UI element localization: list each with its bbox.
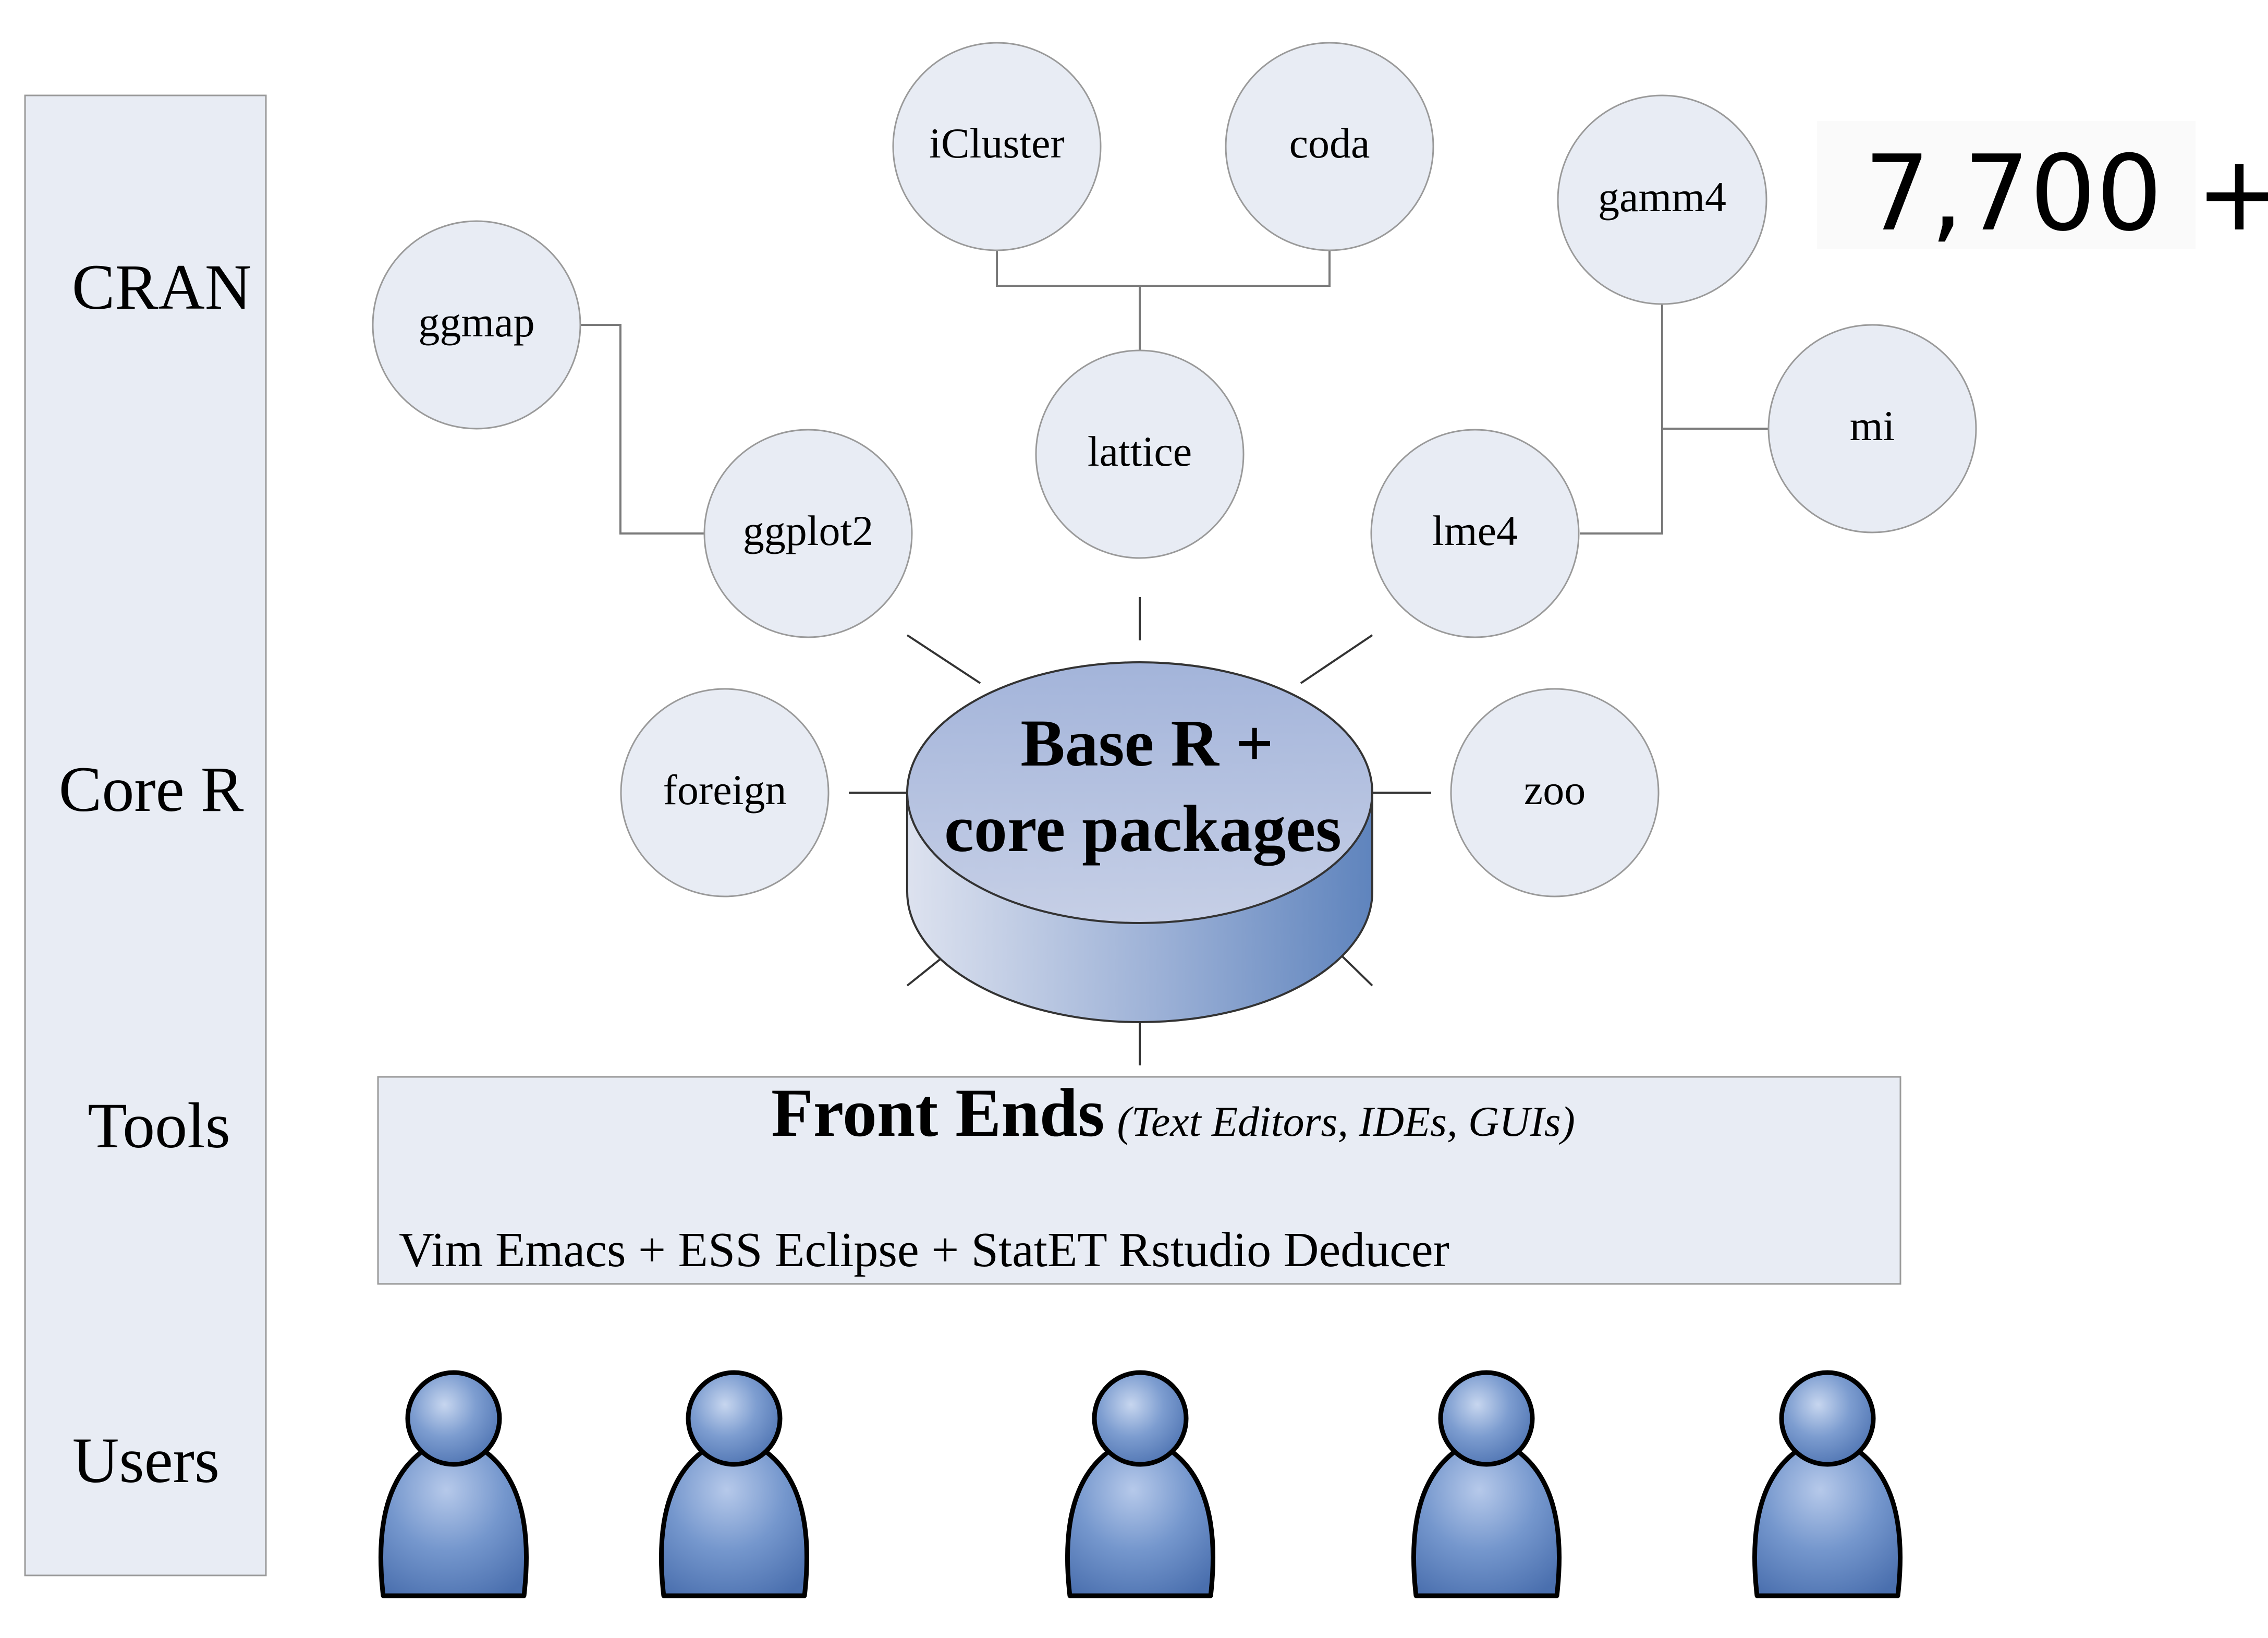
package-bubble-zoo: zoo (1450, 688, 1660, 897)
package-count: 7,700 + (1864, 133, 2268, 254)
package-label: lattice (1088, 428, 1192, 475)
package-label: gamm4 (1598, 173, 1726, 221)
package-label: iCluster (929, 119, 1065, 167)
front-ends-heading: Front Ends (Text Editors, IDEs, GUIs) (771, 1074, 1575, 1151)
package-bubble-mi: mi (1767, 324, 1977, 533)
package-bubble-foreign: foreign (620, 688, 830, 897)
user-icon (1065, 1370, 1215, 1598)
layer-label-tools: Tools (88, 1090, 230, 1161)
package-bubble-coda: coda (1225, 42, 1434, 251)
users-row (379, 1370, 1903, 1598)
package-count-box (1817, 121, 2196, 249)
user-icon (659, 1370, 809, 1598)
layer-label-users: Users (72, 1425, 220, 1496)
user-icon (379, 1370, 529, 1598)
layer-label-cran: CRAN (72, 251, 252, 323)
user-icon (1752, 1370, 1903, 1598)
front-ends-box: Front Ends (Text Editors, IDEs, GUIs) Vi… (377, 1074, 1901, 1285)
core-label-line2: core packages (944, 792, 1342, 866)
package-label: ggplot2 (743, 507, 874, 554)
core-label-line1: Base R + (1020, 706, 1273, 780)
package-bubble-ggplot2: ggplot2 (703, 429, 913, 638)
package-label: coda (1289, 119, 1370, 167)
package-label: zoo (1524, 766, 1586, 814)
layer-label-core-r: Core R (59, 754, 244, 825)
core-cylinder: Base R + core packages (906, 661, 1373, 1023)
package-connectors (580, 250, 1769, 535)
package-bubble-icluster: iCluster (892, 42, 1102, 251)
package-label: mi (1850, 402, 1895, 450)
package-bubble-gamm4: gamm4 (1557, 94, 1767, 305)
user-icon (1411, 1370, 1562, 1598)
package-bubble-lme4: lme4 (1370, 429, 1580, 638)
package-label: lme4 (1432, 507, 1518, 554)
front-ends-items: Vim Emacs + ESS Eclipse + StatET Rstudio… (399, 1223, 1449, 1277)
front-ends-title: Front Ends (771, 1074, 1104, 1151)
package-label: ggmap (418, 298, 534, 346)
layer-column (24, 94, 267, 1576)
package-label: foreign (663, 766, 787, 814)
front-ends-subtitle: (Text Editors, IDEs, GUIs) (1117, 1098, 1575, 1145)
package-bubble-ggmap: ggmap (372, 220, 581, 430)
package-bubble-lattice: lattice (1035, 349, 1245, 559)
